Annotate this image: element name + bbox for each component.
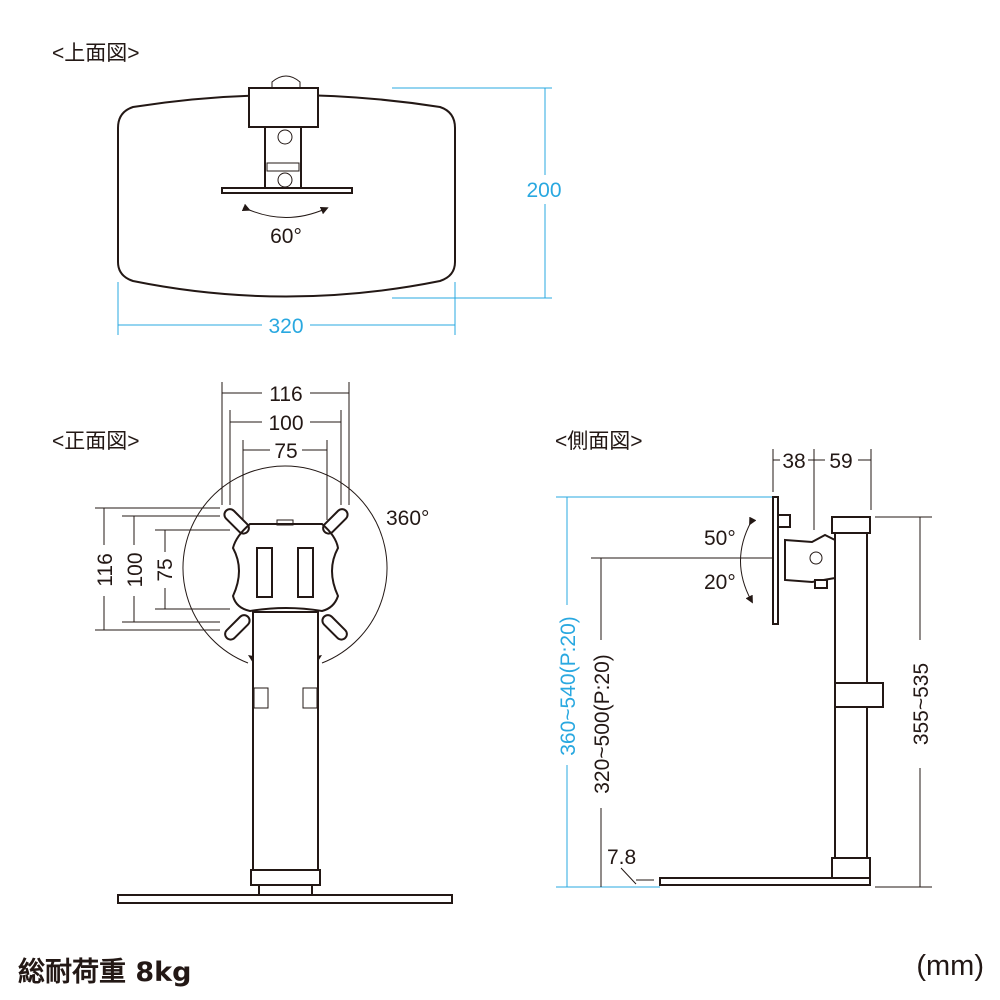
rotation-angle: 360° [386, 507, 429, 530]
base-plate-top [117, 94, 456, 298]
pole-height-value: 355~535 [910, 663, 933, 745]
front-view: <正面図> 360° 116 100 75 [52, 382, 453, 904]
tilt-up-angle: 50° [704, 527, 736, 550]
mount-head [248, 87, 319, 128]
base-thickness-value: 7.8 [607, 846, 636, 869]
arm-neck [264, 126, 302, 190]
side-view: <側面図> 50° 20° 38 59 360~540(P:20) [555, 430, 933, 888]
slot-right [297, 547, 314, 598]
vesa-h-116: 116 [269, 383, 302, 406]
pole-collar [831, 857, 871, 879]
pole-cap [831, 516, 871, 534]
slot-left [256, 547, 273, 598]
total-height-value: 360~540(P:20) [557, 616, 580, 756]
offset-dims [772, 449, 872, 530]
collar-front [250, 869, 321, 886]
base-front [117, 894, 453, 904]
vesa-horizontal-dims [221, 382, 350, 520]
vesa-plate [231, 523, 340, 613]
pole-front [252, 611, 319, 871]
offset-38: 38 [782, 450, 805, 473]
side-view-label: <側面図> [555, 430, 643, 453]
pivot-bolt [277, 129, 293, 145]
base-side [659, 877, 871, 886]
width-value: 320 [268, 315, 303, 338]
vesa-slots [223, 508, 349, 641]
knob-outline [271, 75, 301, 88]
unit-label: (mm) [916, 950, 984, 982]
vesa-h-75: 75 [274, 440, 297, 463]
top-view-label: <上面図> [52, 42, 140, 65]
vesa-v-75: 75 [154, 558, 177, 581]
tilt-down-angle: 20° [704, 571, 736, 594]
height-clamp [834, 682, 884, 708]
top-view: <上面図> 60° 200 320 [52, 42, 562, 338]
tilt-arrow-icon [740, 516, 757, 604]
depth-value: 200 [526, 179, 561, 202]
vesa-h-100: 100 [268, 412, 303, 435]
vesa-plate-side [772, 496, 779, 625]
vesa-v-100: 100 [124, 552, 147, 587]
neck-band [266, 162, 300, 172]
vesa-v-116: 116 [94, 553, 117, 586]
swivel-arrow-icon [241, 203, 329, 218]
crossbar [221, 187, 353, 194]
front-view-label: <正面図> [52, 430, 140, 453]
offset-59: 59 [829, 450, 852, 473]
max-load-label: 総耐荷重 8kg [18, 957, 192, 988]
center-height-value: 320~500(P:20) [591, 654, 614, 794]
rotation-circle [182, 465, 388, 664]
vesa-vertical-dims [95, 507, 230, 631]
swivel-angle: 60° [270, 225, 302, 248]
